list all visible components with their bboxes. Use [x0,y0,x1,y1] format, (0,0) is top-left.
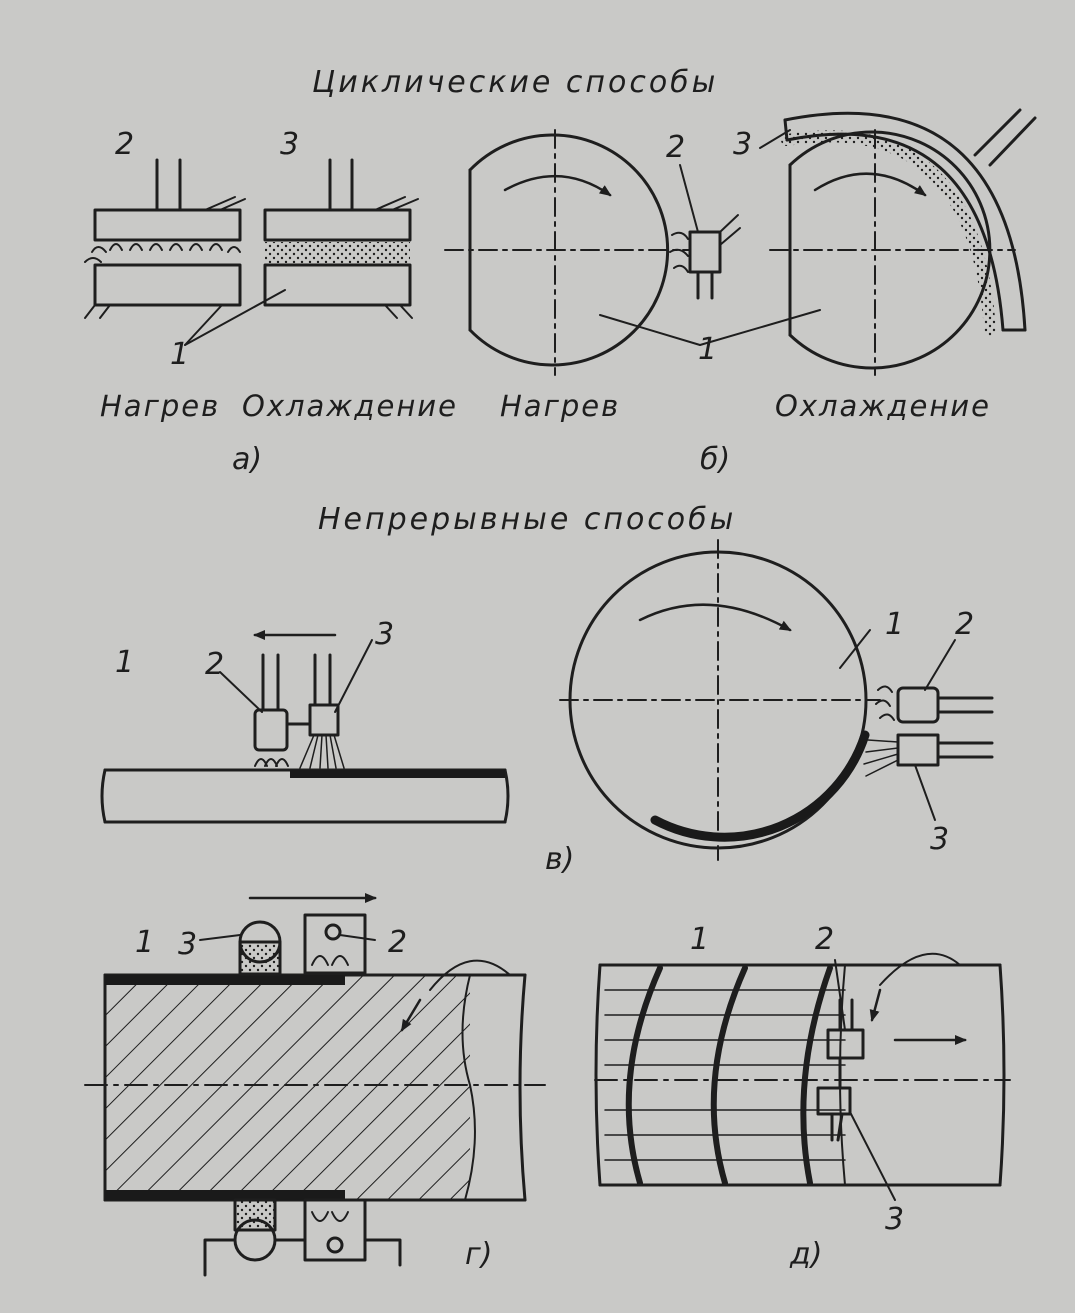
heading-continuous: Непрерывные способы [318,502,737,537]
g-label-workpiece: 1 [135,925,155,960]
v-rotation-arrow [638,603,792,632]
v-cooler [308,703,340,737]
heading-cyclic: Циклические способы [312,65,719,100]
a-label-workpiece: 1 [170,337,190,372]
a-flames [84,243,241,263]
a-cooler-plate [263,208,412,242]
a-workpiece-cool [263,263,412,307]
g-cylinder-section [105,975,470,1200]
a-label-heater: 2 [115,127,135,162]
b-label-cooler: 3 [733,127,753,162]
caption-a-heat: Нагрев [100,389,221,423]
g-heater-bottom [303,1198,367,1262]
v-hardened-layer [290,770,505,778]
v-label-heater: 2 [205,647,225,682]
v-disk-hardened [650,730,870,842]
diagram-d [594,952,1011,1201]
sublabel-v: в) [545,842,575,877]
a-heater-plate [93,208,242,242]
sublabel-d: д) [790,1237,823,1272]
b-label-workpiece: 1 [698,332,718,367]
v-heater [253,708,289,752]
b-cooler-spray [781,130,996,336]
b-cooler-outer [783,111,1027,332]
v-cooler-2 [896,733,940,767]
g-label-cooler: 3 [178,927,198,962]
d-label-heater: 2 [815,922,835,957]
sublabel-g: г) [465,1237,493,1272]
b-label-heater: 2 [666,130,686,165]
sublabel-a: а) [232,442,263,477]
g-hardened-bottom [105,1190,345,1200]
g-bracket-right [363,1238,402,1267]
diagram-b [444,108,1037,376]
a-water-spray [265,242,410,263]
diagram-a [84,158,419,346]
v-cooler-spray [299,734,345,769]
v-label-cooler: 3 [375,617,395,652]
diagram-g [84,893,546,1277]
b-heater [688,230,722,274]
sublabel-b: б) [700,442,731,477]
d-cooler [816,1086,852,1116]
diagram-v [100,539,994,861]
g-label-heater: 2 [388,925,408,960]
v-label-workpiece-2: 1 [885,607,905,642]
caption-a-cool: Охлаждение [242,389,458,423]
d-label-cooler: 3 [885,1202,905,1237]
a-label-cooler: 3 [280,127,300,162]
g-bracket-left [203,1238,237,1277]
v-label-workpiece: 1 [115,645,135,680]
v-label-heater-2: 2 [955,607,975,642]
d-label-workpiece: 1 [690,922,710,957]
d-spiral [625,965,833,1186]
a-workpiece-heat [93,263,242,307]
v-label-cooler-2: 3 [930,822,950,857]
v-heater-2 [896,686,940,724]
d-rotation-arrow [869,988,882,1022]
g-heater-top [303,913,367,975]
d-heater [826,1028,865,1060]
caption-b-heat: Нагрев [500,389,621,423]
g-hardened-top [105,975,345,985]
caption-b-cool: Охлаждение [775,389,991,423]
g-rotation-arrow [400,998,422,1032]
b-disk-heat [468,133,670,367]
b-rotation-arrow-1 [503,174,612,197]
b-rotation-arrow-2 [813,172,927,197]
